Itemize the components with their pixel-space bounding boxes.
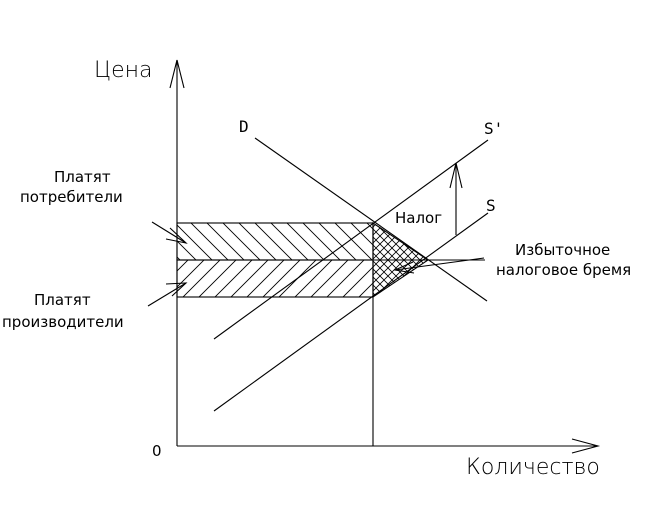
producers-pay-label-line1: Платят: [34, 291, 91, 309]
supply-label: S: [486, 196, 496, 215]
tax-label: Налог: [395, 209, 442, 227]
supply-after-tax-curve: [213, 139, 489, 340]
consumers-pay-label-line2: потребители: [20, 188, 123, 206]
supply-curve: [213, 212, 489, 412]
consumer-burden-area: [176, 222, 374, 261]
y-axis: [169, 59, 185, 446]
x-axis-title: Количество: [466, 455, 600, 480]
deadweight-pointer-arrow: [393, 257, 485, 274]
consumers-pointer-arrow: [151, 221, 188, 244]
deadweight-label-line1: Избыточное: [515, 241, 610, 259]
producer-burden-area: [176, 259, 374, 298]
demand-curve: [254, 137, 488, 302]
y-axis-title: Цена: [94, 58, 152, 83]
origin-label: 0: [152, 442, 162, 460]
supply-after-tax-label: S': [484, 119, 503, 138]
deadweight-label-line2: налоговое бремя: [496, 261, 631, 279]
producers-pay-label-line2: производители: [2, 313, 124, 331]
producers-pointer-arrow: [147, 282, 188, 307]
x-axis: [177, 438, 601, 454]
tax-arrow: [449, 162, 463, 235]
demand-label: D: [239, 117, 249, 136]
consumers-pay-label-line1: Платят: [54, 168, 111, 186]
